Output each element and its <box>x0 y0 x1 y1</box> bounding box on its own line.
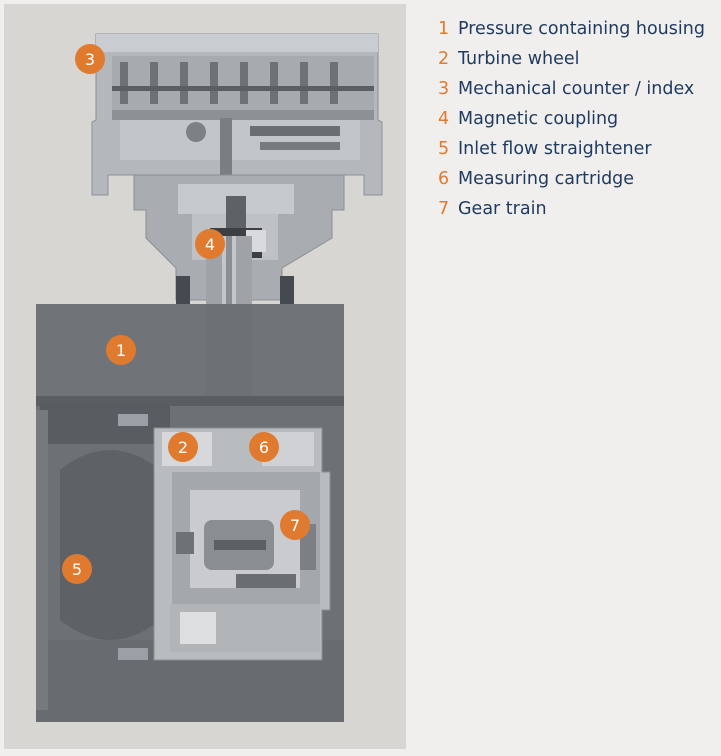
svg-text:6: 6 <box>259 438 269 457</box>
callout-marker-3: 3 <box>75 44 105 74</box>
legend-number: 6 <box>438 169 450 189</box>
svg-text:7: 7 <box>290 516 300 535</box>
legend-item-turbine-wheel: 2 Turbine wheel <box>438 44 705 74</box>
callout-marker-6: 6 <box>249 432 279 462</box>
legend-label: Mechanical counter / index <box>458 79 695 99</box>
counter-housing <box>91 33 383 196</box>
legend-item-measuring-cartridge: 6 Measuring cartridge <box>438 164 705 194</box>
legend-label: Magnetic coupling <box>458 109 619 129</box>
svg-text:1: 1 <box>116 341 126 360</box>
legend-number: 2 <box>438 49 450 69</box>
legend-number: 4 <box>438 109 450 129</box>
legend-label: Inlet flow straightener <box>458 139 652 159</box>
legend-item-gear-train: 7 Gear train <box>438 194 705 224</box>
callout-marker-1: 1 <box>106 335 136 365</box>
legend: 1 Pressure containing housing 2 Turbine wh… <box>438 14 705 224</box>
legend-label: Gear train <box>458 199 547 219</box>
legend-number: 1 <box>438 19 450 39</box>
svg-text:2: 2 <box>178 438 188 457</box>
legend-number: 3 <box>438 79 450 99</box>
legend-label: Pressure containing housing <box>458 19 705 39</box>
measuring-cartridge <box>153 427 331 661</box>
legend-label: Turbine wheel <box>458 49 580 69</box>
legend-item-inlet-flow-straightener: 5 Inlet flow straightener <box>438 134 705 164</box>
callout-marker-7: 7 <box>280 510 310 540</box>
svg-text:3: 3 <box>85 50 95 69</box>
callout-marker-5: 5 <box>62 554 92 584</box>
callout-marker-4: 4 <box>195 229 225 259</box>
legend-label: Measuring cartridge <box>458 169 635 189</box>
svg-text:5: 5 <box>72 560 82 579</box>
legend-item-magnetic-coupling: 4 Magnetic coupling <box>438 104 705 134</box>
legend-item-pressure-housing: 1 Pressure containing housing <box>438 14 705 44</box>
legend-number: 7 <box>438 199 450 219</box>
callout-marker-2: 2 <box>168 432 198 462</box>
legend-item-mechanical-counter: 3 Mechanical counter / index <box>438 74 705 104</box>
svg-text:4: 4 <box>205 235 215 254</box>
legend-number: 5 <box>438 139 450 159</box>
meter-cutaway-diagram: 1 2 3 4 5 6 7 <box>36 33 383 722</box>
